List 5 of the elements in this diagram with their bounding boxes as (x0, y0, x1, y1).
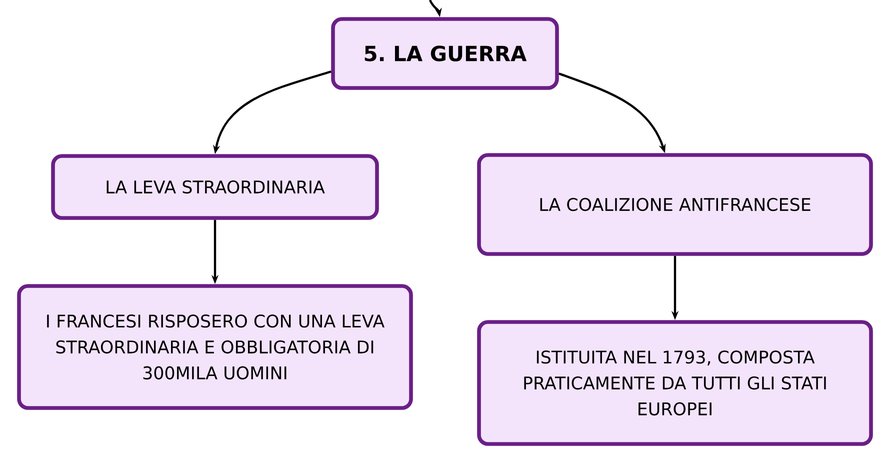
concept-box: ISTITUITA NEL 1793, COMPOSTA PRATICAMENTE DA TUTTI GLI STATI EUROPEI (477, 320, 873, 446)
topic-box: 5. LA GUERRA (331, 17, 559, 90)
concept-box: LA COALIZIONE ANTIFRANCESE (477, 153, 873, 256)
concept-box: LA LEVA STRAORDINARIA (51, 154, 379, 220)
concept-box: I FRANCESI RISPOSERO CON UNA LEVA STRAORDINARIA E OBBLIGATORIA DI 300MILA UOMINI (17, 284, 413, 410)
